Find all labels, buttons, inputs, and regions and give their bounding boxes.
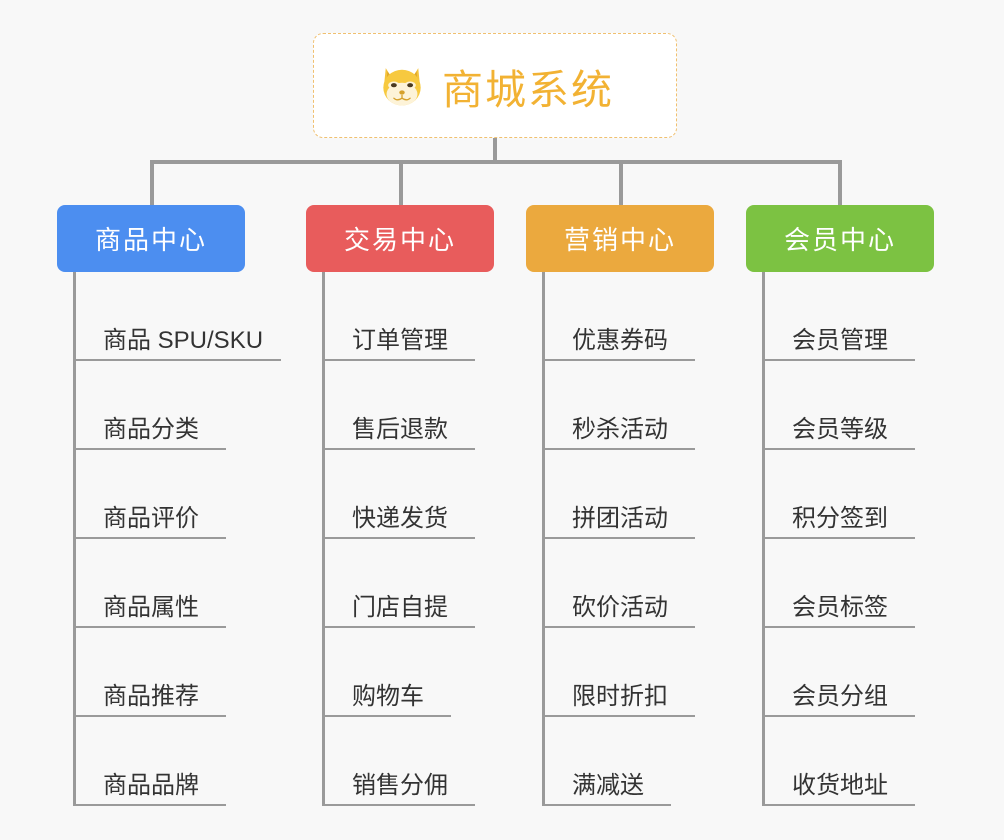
- leaf-item[interactable]: 快递发货: [325, 450, 494, 539]
- leaf-item-underline: [545, 359, 695, 361]
- category-box-member-center[interactable]: 会员中心: [746, 205, 934, 272]
- leaf-item-label: 砍价活动: [572, 593, 668, 621]
- leaf-item-label: 快递发货: [352, 504, 448, 532]
- leaf-item-underline: [765, 804, 915, 806]
- leaf-item[interactable]: 商品分类: [76, 361, 245, 450]
- leaf-item-label: 门店自提: [352, 593, 448, 621]
- shiba-dog-face-icon: [376, 60, 428, 112]
- leaf-item-label: 限时折扣: [572, 682, 668, 710]
- leaf-item-label: 商品品牌: [103, 771, 199, 799]
- leaf-item[interactable]: 优惠券码: [545, 272, 714, 361]
- leaf-item[interactable]: 门店自提: [325, 539, 494, 628]
- leaf-item-underline: [545, 804, 671, 806]
- leaf-item[interactable]: 订单管理: [325, 272, 494, 361]
- category-label: 营销中心: [563, 225, 676, 255]
- leaf-list-member-center: 会员管理会员等级积分签到会员标签会员分组收货地址: [762, 272, 934, 806]
- leaf-item-label: 拼团活动: [572, 504, 668, 532]
- leaf-item-label: 购物车: [352, 682, 424, 710]
- leaf-item-label: 会员等级: [792, 415, 888, 443]
- leaf-item-label: 优惠券码: [572, 326, 668, 354]
- category-label: 交易中心: [343, 225, 456, 255]
- leaf-item[interactable]: 商品 SPU/SKU: [76, 272, 281, 361]
- leaf-item-label: 会员标签: [792, 593, 888, 621]
- connector-drop-2: [399, 160, 403, 206]
- connector-drop-3: [619, 160, 623, 206]
- leaf-item-label: 秒杀活动: [572, 415, 668, 443]
- leaf-item[interactable]: 商品属性: [76, 539, 245, 628]
- connector-drop-4: [838, 160, 842, 206]
- category-box-product-center[interactable]: 商品中心: [57, 205, 245, 272]
- leaf-item[interactable]: 积分签到: [765, 450, 934, 539]
- leaf-item-label: 收货地址: [792, 771, 888, 799]
- leaf-item-underline: [765, 626, 915, 628]
- leaf-item-underline: [76, 804, 226, 806]
- leaf-item-underline: [545, 626, 695, 628]
- leaf-list-product-center: 商品 SPU/SKU 商品分类商品评价商品属性商品推荐商品品牌: [73, 272, 281, 806]
- leaf-item-label: 积分签到: [792, 504, 888, 532]
- leaf-item[interactable]: 售后退款: [325, 361, 494, 450]
- column-product-center: 商品中心商品 SPU/SKU 商品分类商品评价商品属性商品推荐商品品牌: [57, 205, 281, 806]
- leaf-item[interactable]: 收货地址: [765, 717, 934, 806]
- leaf-item-label: 商品属性: [103, 593, 199, 621]
- leaf-item-label: 商品 SPU/SKU: [103, 326, 264, 354]
- leaf-item[interactable]: 拼团活动: [545, 450, 714, 539]
- connector-root-stem: [493, 138, 497, 163]
- category-label: 商品中心: [94, 225, 207, 255]
- leaf-item-label: 售后退款: [352, 415, 448, 443]
- leaf-item-underline: [545, 715, 695, 717]
- leaf-item-underline: [76, 448, 226, 450]
- leaf-item[interactable]: 会员管理: [765, 272, 934, 361]
- leaf-item-underline: [76, 715, 226, 717]
- column-member-center: 会员中心会员管理会员等级积分签到会员标签会员分组收货地址: [746, 205, 934, 806]
- leaf-item-underline: [325, 537, 475, 539]
- leaf-item-underline: [76, 359, 281, 361]
- leaf-item-underline: [765, 715, 915, 717]
- leaf-item-label: 商品推荐: [103, 682, 199, 710]
- leaf-item[interactable]: 限时折扣: [545, 628, 714, 717]
- leaf-item[interactable]: 秒杀活动: [545, 361, 714, 450]
- leaf-item-underline: [765, 359, 915, 361]
- leaf-item[interactable]: 砍价活动: [545, 539, 714, 628]
- leaf-item[interactable]: 购物车: [325, 628, 494, 717]
- leaf-item[interactable]: 商品推荐: [76, 628, 245, 717]
- leaf-item-label: 会员分组: [792, 682, 888, 710]
- column-trade-center: 交易中心订单管理售后退款快递发货门店自提购物车销售分佣: [306, 205, 494, 806]
- leaf-item-underline: [325, 804, 475, 806]
- leaf-item[interactable]: 销售分佣: [325, 717, 494, 806]
- leaf-item-underline: [76, 626, 226, 628]
- leaf-item-underline: [765, 537, 915, 539]
- leaf-item-underline: [325, 715, 451, 717]
- leaf-list-marketing-center: 优惠券码秒杀活动拼团活动砍价活动限时折扣满减送: [542, 272, 714, 806]
- leaf-item-label: 商品分类: [103, 415, 199, 443]
- leaf-item-underline: [545, 537, 695, 539]
- category-box-trade-center[interactable]: 交易中心: [306, 205, 494, 272]
- leaf-item-underline: [325, 359, 475, 361]
- leaf-item-underline: [325, 626, 475, 628]
- leaf-item[interactable]: 商品评价: [76, 450, 245, 539]
- leaf-item-label: 商品评价: [103, 504, 199, 532]
- leaf-item[interactable]: 满减送: [545, 717, 714, 806]
- leaf-item-label: 会员管理: [792, 326, 888, 354]
- leaf-list-trade-center: 订单管理售后退款快递发货门店自提购物车销售分佣: [322, 272, 494, 806]
- leaf-item-underline: [325, 448, 475, 450]
- leaf-item[interactable]: 商品品牌: [76, 717, 245, 806]
- category-label: 会员中心: [783, 225, 896, 255]
- leaf-item-label: 订单管理: [352, 326, 448, 354]
- leaf-item-underline: [545, 448, 695, 450]
- leaf-item[interactable]: 会员标签: [765, 539, 934, 628]
- connector-horizontal-bus: [150, 160, 842, 164]
- leaf-item-underline: [76, 537, 226, 539]
- leaf-item[interactable]: 会员分组: [765, 628, 934, 717]
- leaf-item[interactable]: 会员等级: [765, 361, 934, 450]
- leaf-item-label: 满减送: [572, 771, 644, 799]
- category-box-marketing-center[interactable]: 营销中心: [526, 205, 714, 272]
- leaf-item-label: 销售分佣: [352, 771, 448, 799]
- root-title: 商城系统: [442, 66, 614, 113]
- column-marketing-center: 营销中心优惠券码秒杀活动拼团活动砍价活动限时折扣满减送: [526, 205, 714, 806]
- connector-drop-1: [150, 160, 154, 206]
- leaf-item-underline: [765, 448, 915, 450]
- root-node-shop-system[interactable]: 商城系统: [313, 33, 677, 138]
